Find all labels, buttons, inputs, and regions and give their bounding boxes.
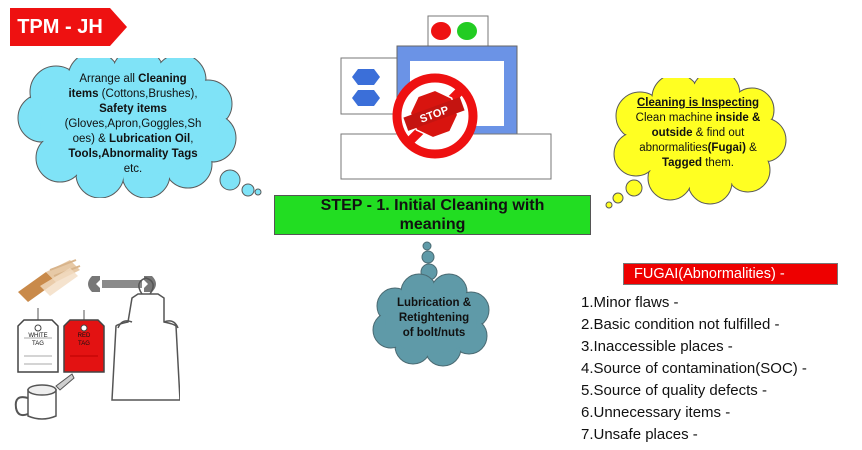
left-cloud-line: etc. <box>123 163 143 175</box>
hex-button-icon <box>352 90 380 106</box>
right-cloud-bold: inside & <box>715 112 761 124</box>
bottom-cloud-line: Lubrication & <box>396 297 472 309</box>
bottom-cloud <box>372 241 490 367</box>
left-cloud-line: (Gloves,Apron,Goggles,Sh <box>64 118 202 130</box>
white-tag-label: TAG <box>32 341 44 347</box>
left-cloud-bold: Cleaning <box>138 73 187 85</box>
right-cloud-line: abnormalities <box>639 142 708 154</box>
left-cloud-text: Arrange all Cleaning items (Cottons,Brus… <box>38 72 228 177</box>
fugai-list-item: 1.Minor flaws - <box>581 294 679 311</box>
right-cloud-line: & <box>745 142 757 154</box>
red-light-icon <box>431 22 451 40</box>
fugai-list-item: 4.Source of contamination(SOC) - <box>581 360 807 377</box>
step-1-box: STEP - 1. Initial Cleaning with meaning <box>274 195 591 235</box>
brush-icon <box>18 259 81 302</box>
left-cloud-bold: Safety items <box>99 103 167 115</box>
hex-button-icon <box>352 69 380 85</box>
fugai-list-item: 5.Source of quality defects - <box>581 382 767 399</box>
apron-icon <box>111 277 180 401</box>
white-tag-label: WHITE <box>28 333 47 339</box>
tpm-jh-text: TPM - JH <box>17 16 103 38</box>
right-cloud-line: them. <box>702 157 734 169</box>
right-cloud-text: Cleaning is Inspecting Clean machine ins… <box>628 96 768 171</box>
stop-sign-icon: STOP <box>392 73 478 159</box>
right-cloud-bold: outside <box>651 127 693 139</box>
fugai-list-item: 7.Unsafe places - <box>581 426 698 443</box>
left-cloud <box>17 58 262 198</box>
fugai-list: 1.Minor flaws - 2.Basic condition not fu… <box>581 292 807 446</box>
fugai-list-item: 6.Unnecessary items - <box>581 404 731 421</box>
right-cloud-line: Clean machine <box>635 112 716 124</box>
right-cloud-heading: Cleaning is Inspecting <box>636 97 760 109</box>
left-cloud-bold: items <box>68 88 99 100</box>
red-tag-label: RED <box>78 333 91 339</box>
wrench-icon <box>88 276 156 292</box>
fugai-list-item: 3.Inaccessible places - <box>581 338 733 355</box>
machine-illustration: STOP <box>340 15 552 180</box>
step-1-line: meaning <box>399 216 466 233</box>
left-cloud-bold: Tools,Abnormality Tags <box>68 148 198 160</box>
red-tag-icon: RED TAG <box>63 310 105 373</box>
green-light-icon <box>457 22 477 40</box>
left-cloud-bold: Lubrication Oil <box>109 133 191 145</box>
left-cloud-line: oes) & <box>72 133 110 145</box>
cleaning-items-illustration: WHITE TAG RED TAG <box>14 259 180 420</box>
tpm-arrow-shape <box>10 8 127 46</box>
left-cloud-line: , <box>190 133 194 145</box>
left-cloud-line: Arrange all <box>79 73 139 85</box>
step-1-line: STEP - 1. Initial Cleaning with <box>320 197 545 214</box>
white-tag-icon: WHITE TAG <box>17 308 59 373</box>
fugai-list-item: 2.Basic condition not fulfilled - <box>581 316 780 333</box>
right-cloud-line: & find out <box>692 127 745 139</box>
right-cloud-bold: (Fugai) <box>707 142 746 154</box>
fugai-title: FUGAI(Abnormalities) - <box>623 263 838 285</box>
right-cloud-bold: Tagged <box>661 157 703 169</box>
oil-can-icon <box>14 373 75 420</box>
bottom-cloud-text: Lubrication & Retightening of bolt/nuts <box>378 296 490 341</box>
bottom-cloud-line: Retightening <box>398 312 470 324</box>
right-cloud <box>605 78 787 209</box>
red-tag-label: TAG <box>78 341 90 347</box>
left-cloud-line: (Cottons,Brushes), <box>98 88 198 100</box>
bottom-cloud-line: of bolt/nuts <box>402 327 466 339</box>
tpm-jh-label: TPM - JH <box>10 8 127 46</box>
